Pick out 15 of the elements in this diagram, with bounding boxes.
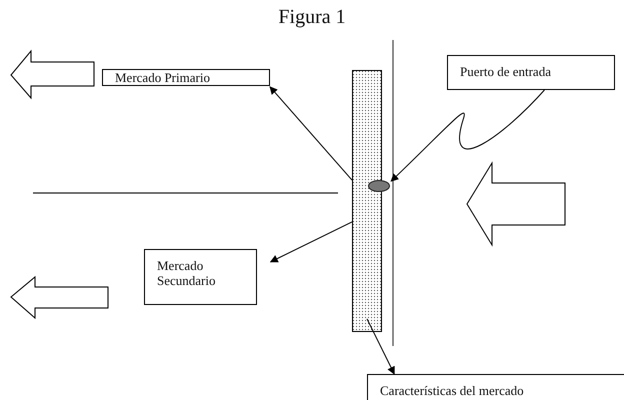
entry-ellipse: [368, 180, 390, 192]
text-box: [447, 55, 615, 90]
title: Figura 1: [277, 6, 347, 29]
text-box: [144, 249, 257, 305]
box-label: Puerto de entrada: [460, 64, 552, 79]
text-box: [367, 374, 624, 400]
arrow: [269, 86, 352, 181]
arrow: [270, 221, 352, 262]
dotted-bar: [352, 70, 382, 332]
box-label: Características del mercado: [380, 383, 525, 398]
text-box: [102, 69, 270, 86]
box-label: Mercado Primario: [115, 70, 211, 85]
box-label: Mercado Secundario: [157, 258, 216, 288]
arrow: [390, 90, 545, 182]
arrow: [366, 318, 395, 375]
